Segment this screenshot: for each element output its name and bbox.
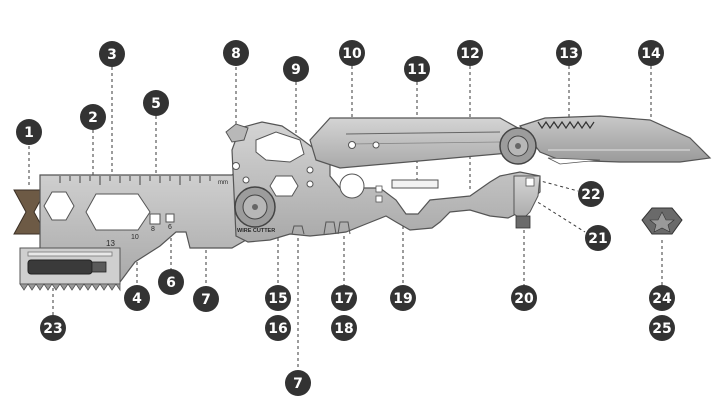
svg-text:21: 21 [588, 231, 607, 247]
svg-text:2: 2 [88, 110, 98, 126]
svg-text:24: 24 [652, 291, 672, 307]
svg-text:13: 13 [559, 46, 578, 62]
callout-19: 19 [390, 285, 416, 311]
svg-text:19: 19 [393, 291, 412, 307]
svg-text:23: 23 [43, 321, 62, 337]
svg-text:3: 3 [107, 47, 117, 63]
svg-text:1: 1 [24, 125, 34, 141]
svg-text:6: 6 [166, 275, 176, 291]
wrench-size-6: 6 [168, 224, 172, 231]
pin-hole-4 [242, 176, 250, 184]
callout-10: 10 [339, 40, 365, 66]
blade-thumb-slot [547, 157, 601, 165]
svg-text:9: 9 [291, 62, 301, 78]
svg-text:10: 10 [342, 46, 362, 62]
svg-text:7: 7 [201, 292, 211, 308]
handle-rivet-1 [348, 141, 356, 149]
svg-text:25: 25 [652, 321, 671, 337]
callout-7b: 7 [285, 370, 311, 396]
hex-wrench-hole [43, 191, 75, 221]
callout-8: 8 [223, 40, 249, 66]
callout-23: 23 [40, 315, 66, 341]
wrench-size-8: 8 [151, 226, 155, 233]
wire-cutter-label: WIRE CUTTER [237, 228, 275, 234]
pivot-gear-right-center [515, 143, 521, 149]
callout-7a: 7 [193, 286, 219, 312]
multitool-body: mm 13 10 8 6 WIRE CUTTER [13, 115, 712, 292]
wrench-size-10: 10 [131, 234, 139, 241]
svg-text:8: 8 [231, 46, 241, 62]
callout-3: 3 [99, 41, 125, 67]
bit-tip [91, 261, 107, 273]
screwdriver-slot [391, 179, 439, 189]
blade-serration [537, 120, 595, 130]
wrench-size-13: 13 [106, 239, 115, 248]
bit-slot [27, 251, 113, 257]
nut-hole [269, 175, 299, 197]
callout-15: 15 [265, 285, 291, 311]
svg-text:14: 14 [641, 46, 661, 62]
stripper-1 [375, 185, 383, 193]
callout-22: 22 [578, 181, 604, 207]
round-hole [339, 173, 365, 199]
callout-9: 9 [283, 56, 309, 82]
svg-text:11: 11 [407, 62, 426, 78]
callout-1: 1 [16, 119, 42, 145]
knife-blade [519, 115, 712, 163]
callout-markers: 1 2 3 4 5 6 7 7 8 9 10 11 12 13 14 15 16… [16, 40, 675, 396]
svg-text:7: 7 [293, 376, 303, 392]
pin-hole-3 [232, 162, 240, 170]
large-hex-cutout [85, 193, 151, 231]
callout-6: 6 [158, 269, 184, 295]
callout-4: 4 [124, 285, 150, 311]
callout-18: 18 [331, 315, 357, 341]
callout-14: 14 [638, 40, 664, 66]
ruler-ticks [59, 176, 211, 185]
callout-17: 17 [331, 285, 357, 311]
callout-21: 21 [585, 225, 611, 251]
stripper-2 [375, 195, 383, 203]
svg-text:4: 4 [132, 291, 142, 307]
callout-5: 5 [143, 90, 169, 116]
svg-text:5: 5 [151, 96, 161, 112]
handle-rivet-2 [372, 141, 380, 149]
small-square-hole [525, 177, 535, 187]
svg-text:12: 12 [460, 46, 479, 62]
svg-text:17: 17 [334, 291, 353, 307]
wrench-slot-8 [149, 213, 161, 225]
pin-hole-2 [306, 180, 314, 188]
screwdriver-leg [513, 175, 541, 221]
callout-12: 12 [457, 40, 483, 66]
callout-11: 11 [404, 56, 430, 82]
ruler-unit-label: mm [218, 180, 228, 186]
callout-13: 13 [556, 40, 582, 66]
svg-text:15: 15 [268, 291, 287, 307]
svg-text:22: 22 [581, 187, 600, 203]
bit-driver-tip [515, 215, 531, 229]
handle-groove [345, 131, 501, 135]
svg-text:20: 20 [514, 291, 534, 307]
pin-hole-1 [306, 166, 314, 174]
bit-cartridge [27, 259, 93, 275]
callout-20: 20 [511, 285, 537, 311]
pivot-gear-left-center [252, 204, 258, 210]
callout-24: 24 [649, 285, 675, 311]
pry-bar-head [225, 123, 249, 143]
svg-text:18: 18 [334, 321, 353, 337]
cutter-notches [291, 221, 351, 235]
hex-bit-star [649, 211, 675, 233]
callout-16: 16 [265, 315, 291, 341]
wrench-slot-6 [165, 213, 175, 223]
svg-text:16: 16 [268, 321, 287, 337]
saw-teeth [19, 283, 121, 292]
window-cutout [255, 131, 305, 163]
callout-25: 25 [649, 315, 675, 341]
callout-2: 2 [80, 104, 106, 130]
